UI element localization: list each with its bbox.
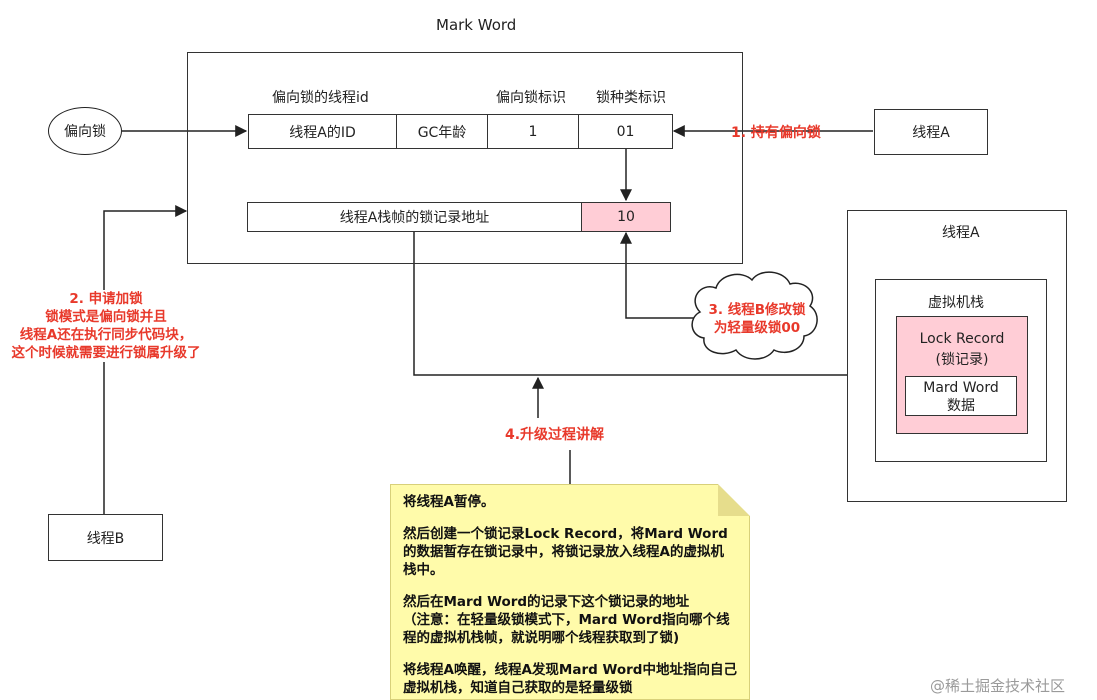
lock-record-title: Lock Record xyxy=(919,331,1005,347)
cell-lock-record-address: 线程A栈帧的锁记录地址 xyxy=(247,202,582,232)
lock-record-subtitle: (锁记录) xyxy=(935,352,989,368)
step3-line: 3. 线程B修改锁 xyxy=(708,302,806,318)
step2-line: 锁模式是偏向锁并且 xyxy=(45,309,167,325)
cell-lock-bits: 01 xyxy=(578,114,673,149)
header-thread-id: 偏向锁的线程id xyxy=(272,90,369,106)
note-fold-icon xyxy=(718,484,750,516)
step1-label: 1. 持有偏向锁 xyxy=(731,125,821,141)
arrow-row2-to-lockrecord xyxy=(413,232,896,381)
biased-lock-node: 偏向锁 xyxy=(48,107,122,155)
step3-line: 为轻量级锁00 xyxy=(713,320,801,336)
watermark: @稀土掘金技术社区 xyxy=(930,677,1066,695)
thread-a-panel-title: 线程A xyxy=(942,225,980,241)
step2-label: 2. 申请加锁 锁模式是偏向锁并且 线程A还在执行同步代码块， 这个时候就需要进… xyxy=(6,290,206,362)
thread-a-node: 线程A xyxy=(874,109,988,155)
header-lock-type: 锁种类标识 xyxy=(596,90,666,106)
mark-word-box xyxy=(187,52,743,264)
step2-line: 线程A还在执行同步代码块， xyxy=(19,327,193,343)
step2-line: 2. 申请加锁 xyxy=(69,291,143,307)
mark-word-data-line1: Mard Word xyxy=(923,380,999,396)
mark-word-data-line2: 数据 xyxy=(947,398,975,414)
note-paragraph: 将线程A暂停。 xyxy=(403,494,495,510)
cell-lock-bits-10: 10 xyxy=(581,202,671,232)
arrow-cloud-to-10 xyxy=(620,231,698,319)
cloud-shape xyxy=(691,271,818,360)
cell-thread-a-id: 线程A的ID xyxy=(248,114,397,149)
arrow-threadB-to-markword xyxy=(103,205,188,514)
mark-word-title: Mark Word xyxy=(436,16,517,34)
step3-label: 3. 线程B修改锁 为轻量级锁00 xyxy=(697,301,817,337)
thread-b-node: 线程B xyxy=(48,514,163,561)
cell-biased-value: 1 xyxy=(487,114,579,149)
explanation-note: 将线程A暂停。 然后创建一个锁记录Lock Record，将Mard Word的… xyxy=(390,484,750,700)
mark-word-data-box: Mard Word 数据 xyxy=(905,376,1017,416)
note-paragraph: 然后创建一个锁记录Lock Record，将Mard Word的数据暂存在锁记录… xyxy=(403,526,728,578)
step2-line: 这个时候就需要进行锁属升级了 xyxy=(11,345,201,361)
cell-gc-age: GC年龄 xyxy=(396,114,488,149)
vm-stack-label: 虚拟机栈 xyxy=(928,295,984,311)
header-biased-flag: 偏向锁标识 xyxy=(496,90,566,106)
note-paragraph: 然后在Mard Word的记录下这个锁记录的地址 （注意：在轻量级锁模式下，Ma… xyxy=(403,594,730,646)
note-paragraph: 将线程A唤醒，线程A发现Mard Word中地址指向自己虚拟机栈，知道自己获取的… xyxy=(403,662,737,696)
step4-label: 4.升级过程讲解 xyxy=(505,427,605,443)
